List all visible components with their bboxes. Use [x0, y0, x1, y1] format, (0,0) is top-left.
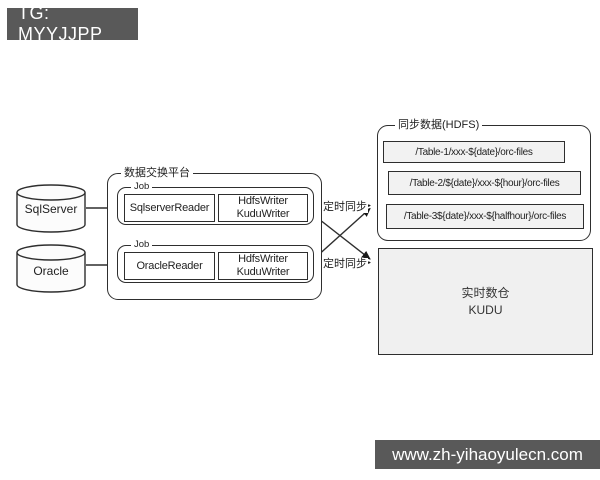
hdfs-path-table3: /Table-3${date}/xxx-${halfhour}/orc-file… [386, 204, 584, 229]
sync-label-job1: 定时同步 [322, 201, 368, 213]
db-label-sqlserver: SqlServer [24, 202, 78, 216]
job1-writer-kudu: KuduWriter [236, 208, 290, 220]
platform-title: 数据交换平台 [121, 167, 193, 179]
watermark-top: TG: MYYJJPP [7, 3, 138, 44]
job2-writer-box: HdfsWriter KuduWriter [218, 252, 308, 280]
arrow-job1-to-kudu [314, 215, 371, 260]
hdfs-path-table2: /Table-2/${date}/xxx-${hour}/orc-files [388, 171, 581, 195]
db-label-oracle: Oracle [33, 264, 69, 278]
kudu-line2: KUDU [468, 302, 503, 317]
oracle-cylinder-icon [16, 244, 86, 293]
job2-writer-hdfs: HdfsWriter [238, 253, 288, 265]
arrow-job2-to-hdfs [314, 207, 371, 259]
job1-writer-box: HdfsWriter KuduWriter [218, 194, 308, 222]
job2-reader-box: OracleReader [124, 252, 215, 280]
job2-writer-kudu: KuduWriter [236, 266, 290, 278]
watermark-bottom-text: www.zh-yihaoyulecn.com [392, 444, 583, 464]
sync-label-job2: 定时同步 [322, 258, 368, 270]
hdfs-path-table1: /Table-1/xxx-${date}/orc-files [383, 141, 565, 163]
hdfs-title: 同步数据(HDFS) [395, 119, 483, 131]
job1-tag: Job [131, 182, 153, 192]
kudu-box: 实时数仓 KUDU [378, 248, 593, 355]
kudu-line1: 实时数仓 [461, 285, 510, 300]
job1-reader-box: SqlserverReader [124, 194, 215, 222]
job1-writer-hdfs: HdfsWriter [238, 195, 288, 207]
watermark-bottom: www.zh-yihaoyulecn.com [375, 440, 600, 469]
watermark-top-text: TG: MYYJJPP [18, 3, 103, 44]
sqlserver-cylinder-icon [16, 184, 86, 233]
job2-tag: Job [131, 240, 153, 250]
